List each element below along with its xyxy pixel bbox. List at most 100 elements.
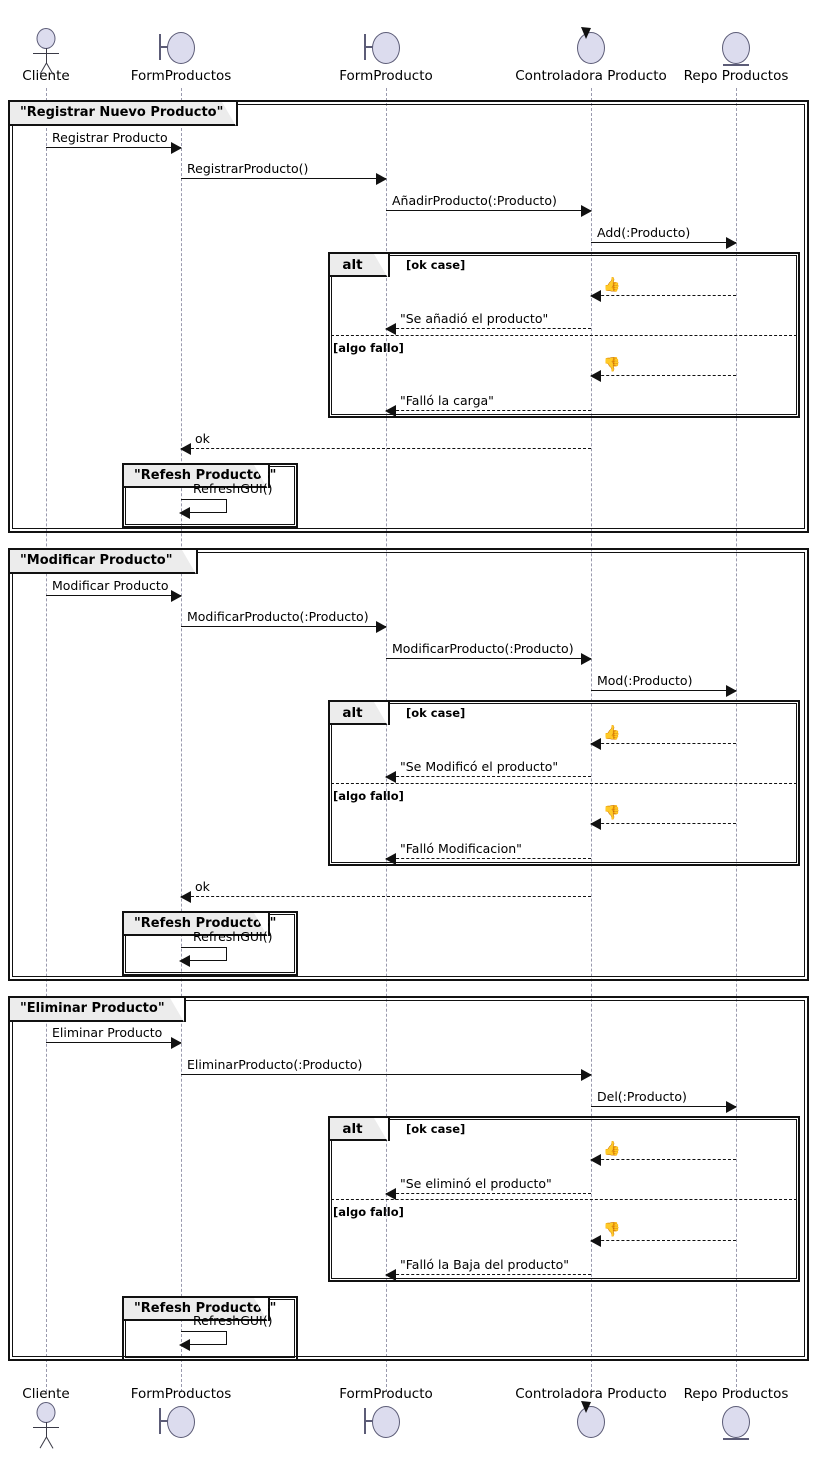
- alt-divider: [331, 783, 797, 784]
- participant-name: Repo Productos: [683, 68, 789, 84]
- participant-head-0: Cliente: [0, 28, 136, 84]
- message-arrow: [385, 323, 591, 335]
- lifeline-repo-productos: [736, 88, 737, 1392]
- message-arrow: [590, 738, 736, 750]
- refresh-label-tab-0: "Refesh Productos": [124, 465, 276, 489]
- message-label: Eliminar Producto: [52, 1025, 163, 1040]
- boundary-arm: [364, 1420, 376, 1422]
- participant-head-4: Repo Productos: [646, 28, 816, 84]
- actor-icon: [29, 1402, 63, 1449]
- message-label: "Falló Modificacion": [400, 841, 522, 856]
- tab-notch: [170, 998, 184, 1022]
- actor-body: [46, 1422, 48, 1438]
- message-label: ModificarProducto(:Producto): [187, 609, 369, 624]
- entity-underline: [723, 64, 749, 66]
- alt-guard-condition: [ok case]: [406, 258, 466, 272]
- group-label-tab-2: "Eliminar Producto": [10, 998, 186, 1022]
- self-message-loop-1: [181, 947, 227, 961]
- arrowhead-right: [376, 621, 387, 633]
- arrowhead-left: [180, 891, 191, 903]
- arrowhead-left: [385, 1188, 396, 1200]
- alt-guard-condition: [algo fallo]: [333, 789, 404, 803]
- participant-circle: [577, 1406, 605, 1438]
- arrowhead-left: [385, 323, 396, 335]
- message-arrow: [591, 685, 737, 697]
- participant-head-1: FormProductos: [91, 28, 271, 84]
- message-label: "Falló la Baja del producto": [400, 1257, 570, 1272]
- arrowhead-right: [376, 173, 387, 185]
- message-label: ModificarProducto(:Producto): [392, 641, 574, 656]
- message-label: Mod(:Producto): [597, 673, 693, 688]
- entity-underline: [723, 1438, 749, 1440]
- message-arrow: [590, 1235, 736, 1247]
- participant-name: FormProductos: [130, 1386, 232, 1402]
- group-frame-2: [8, 996, 809, 1361]
- alt-keyword: alt: [342, 257, 363, 273]
- self-message-label: RefreshGUI(): [193, 1313, 273, 1328]
- message-arrow: [46, 1037, 182, 1049]
- participant-circle: [722, 1406, 750, 1438]
- participant-head-3: Controladora Producto: [501, 27, 681, 84]
- participant-circle: [167, 1406, 195, 1438]
- alt-fragment-0: [328, 252, 800, 418]
- entity-icon: [686, 1402, 786, 1442]
- group-label: "Eliminar Producto": [20, 1001, 165, 1016]
- alt-guard-condition: [algo fallo]: [333, 1205, 404, 1219]
- alt-tab-notch: [374, 702, 388, 726]
- participant-foot-2: FormProducto: [296, 1386, 476, 1442]
- message-label: Add(:Producto): [597, 225, 691, 240]
- message-arrow: [46, 590, 182, 602]
- arrowhead-right: [581, 1069, 592, 1081]
- participant-name: Repo Productos: [683, 1386, 789, 1402]
- message-label: Del(:Producto): [597, 1089, 687, 1104]
- message-label: "Se añadió el producto": [400, 311, 549, 326]
- refresh-tab-notch: [254, 465, 268, 489]
- participant-name: Cliente: [22, 68, 70, 84]
- message-label: ok: [195, 879, 210, 894]
- refresh-frame-2: [122, 1296, 298, 1361]
- actor-body: [46, 48, 48, 64]
- message-arrow: [386, 205, 592, 217]
- control-icon: [541, 27, 641, 68]
- boundary-icon: [131, 28, 231, 68]
- message-label: RegistrarProducto(): [187, 161, 309, 176]
- boundary-icon: [336, 28, 436, 68]
- participant-circle: [372, 1406, 400, 1438]
- actor-head: [36, 1402, 56, 1423]
- participant-foot-3: Controladora Producto: [501, 1386, 681, 1442]
- participant-name: Controladora Producto: [515, 68, 667, 84]
- group-frame-0: [8, 100, 809, 533]
- arrowhead-right: [171, 590, 182, 602]
- boundary-arm: [159, 46, 171, 48]
- participant-foot-4: Repo Productos: [646, 1386, 816, 1442]
- alt-divider: [331, 335, 797, 336]
- alt-guard-condition: [ok case]: [406, 706, 466, 720]
- arrowhead-left: [180, 443, 191, 455]
- tab-notch: [182, 550, 196, 574]
- participant-circle: [372, 32, 400, 64]
- alt-keyword-tab-1: alt: [330, 702, 390, 726]
- arrowhead-left: [590, 290, 601, 302]
- message-arrow: [591, 1101, 737, 1113]
- arrowhead-left: [590, 1235, 601, 1247]
- refresh-label-tab-1: "Refesh Productos": [124, 913, 276, 937]
- alt-guard-condition: [algo fallo]: [333, 341, 404, 355]
- reaction-glyph: 👍: [603, 1141, 621, 1157]
- arrowhead-right: [581, 653, 592, 665]
- message-arrow: [386, 653, 592, 665]
- refresh-frame-0: [122, 463, 298, 528]
- participant-circle: [722, 32, 750, 64]
- actor-head: [36, 28, 56, 49]
- alt-fragment-1: [328, 700, 800, 866]
- self-message-label: RefreshGUI(): [193, 481, 273, 496]
- message-arrow: [590, 1154, 736, 1166]
- boundary-icon: [131, 1402, 231, 1442]
- message-arrow: [46, 142, 182, 154]
- group-label-tab-0: "Registrar Nuevo Producto": [10, 102, 238, 126]
- group-label: "Modificar Producto": [20, 553, 173, 568]
- control-arrow-icon: [581, 27, 591, 39]
- refresh-label-tab-2: "Refesh Productos": [124, 1298, 276, 1322]
- alt-tab-notch: [374, 1118, 388, 1142]
- alt-keyword-tab-2: alt: [330, 1118, 390, 1142]
